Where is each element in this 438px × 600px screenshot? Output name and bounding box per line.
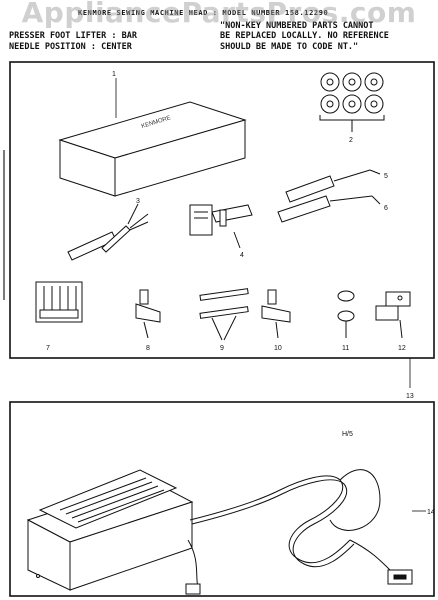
- power-cord: [187, 469, 391, 589]
- buttonhole-attachment: [375, 291, 411, 339]
- foot-control-panel-frame: [9, 401, 435, 597]
- note-line-1: "NON-KEY NUMBERED PARTS CANNOT: [220, 21, 374, 31]
- callout-3: 3: [136, 198, 140, 205]
- screwdriver-small: [277, 195, 381, 223]
- callout-8: 8: [146, 345, 150, 352]
- presser-foot-zipper: [261, 289, 291, 339]
- spool-pins: [199, 288, 249, 341]
- accessory-case-box: KENMORE: [58, 101, 247, 197]
- callout-9: 9: [220, 345, 224, 352]
- spool-caps: [337, 290, 355, 338]
- callout-2: 2: [349, 137, 353, 144]
- note-line-2: BE REPLACED LOCALLY. NO REFERENCE: [220, 31, 389, 41]
- screwdriver-large: [285, 169, 381, 203]
- callout-1: 1: [112, 71, 116, 78]
- callout-12: 12: [398, 345, 406, 352]
- callout-14: 14: [427, 509, 435, 516]
- needle-pack: [35, 281, 83, 323]
- bobbins: [319, 72, 385, 132]
- accessories-panel-frame: [9, 61, 435, 359]
- presser-foot-lifter-text: PRESSER FOOT LIFTER : BAR: [9, 31, 137, 41]
- seam-ripper: [67, 203, 149, 261]
- callout-4: 4: [240, 252, 244, 259]
- panel-code-label: H/5: [342, 431, 353, 438]
- presser-foot-straight: [135, 289, 161, 339]
- needle-threader: [189, 204, 253, 249]
- diagram-title: KENMORE SEWING MACHINE HEAD : MODEL NUMB…: [78, 9, 329, 17]
- callout-labels: 1 2 3 4 5 6 7 8 9 10 11 12 13: [46, 71, 414, 400]
- plug-connector: [387, 569, 413, 585]
- callout-13: 13: [406, 393, 414, 400]
- callout-7: 7: [46, 345, 50, 352]
- needle-position-text: NEEDLE POSITION : CENTER: [9, 42, 132, 52]
- callout-6: 6: [384, 205, 388, 212]
- foot-control-pedal: [26, 469, 194, 591]
- callout-5: 5: [384, 173, 388, 180]
- callout-11: 11: [342, 345, 349, 352]
- plug-small: [185, 583, 201, 595]
- note-line-3: SHOULD BE MADE TO CODE NT.": [220, 42, 359, 52]
- callout-10: 10: [274, 345, 282, 352]
